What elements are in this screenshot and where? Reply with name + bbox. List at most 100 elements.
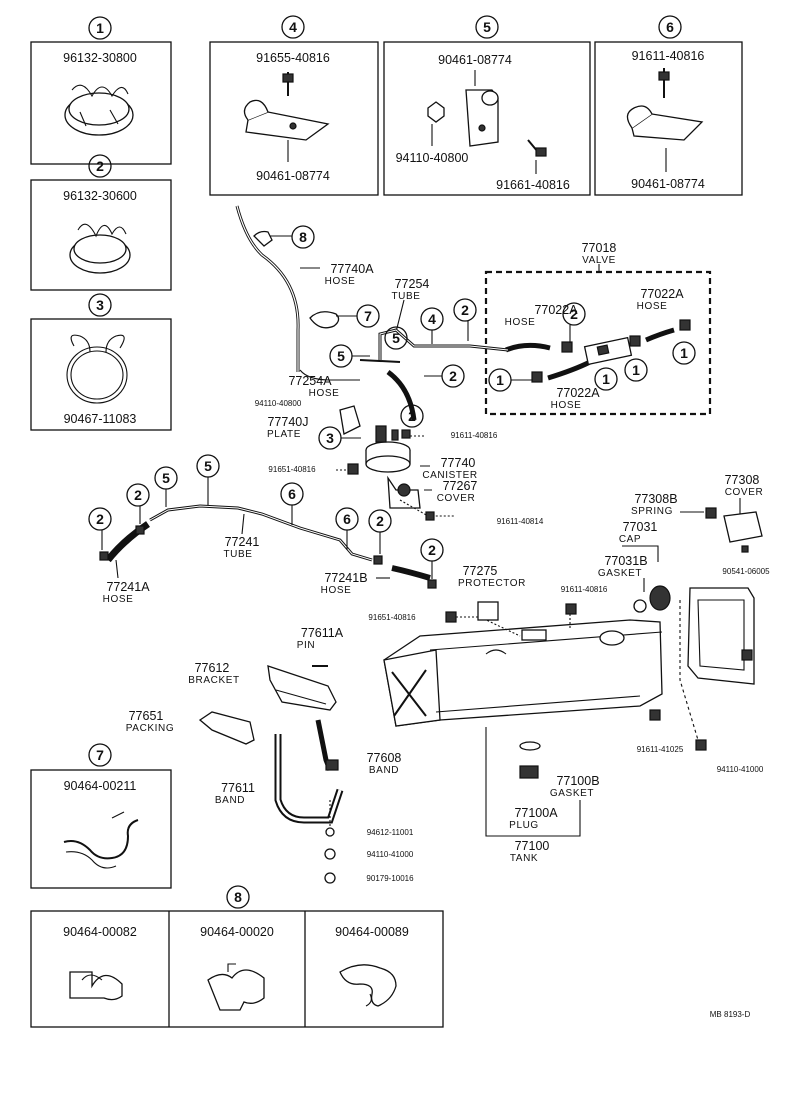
label-77740J-name: PLATE: [267, 429, 301, 440]
inset-3: 3 90467-11083: [30, 293, 172, 431]
code-91611-40816-b: 91611-40816: [561, 585, 608, 594]
label-77254-name: TUBE: [391, 291, 420, 302]
label-77100B-name: GASKET: [550, 788, 594, 799]
clamp: [629, 335, 641, 347]
drain-gasket: [519, 741, 541, 751]
clip-icon: [69, 971, 123, 1001]
svg-text:5: 5: [392, 330, 400, 346]
drain-plug: [519, 765, 539, 779]
valve-hose: [547, 359, 592, 381]
packing: [198, 711, 255, 745]
clip-7: [309, 311, 340, 329]
clip-8: [253, 230, 273, 247]
label-77031-num: 77031: [623, 520, 658, 534]
bracket-band-area: 77611A PIN 77612 BRACKET 77651 PACKING 7…: [126, 626, 414, 884]
protector: [477, 601, 499, 621]
clip-icon: [207, 963, 265, 1011]
clip-icon: [63, 811, 139, 869]
label-77740A-num: 77740A: [330, 262, 374, 276]
code-91611-40814: 91611-40814: [497, 517, 544, 526]
code-94110-41000-a: 94110-41000: [717, 765, 764, 774]
inset-8-part-a: 90464-00082: [63, 925, 137, 939]
label-77275-name: PROTECTOR: [458, 578, 526, 589]
inset-2: 2 96132-30600: [30, 154, 172, 291]
label-77651-num: 77651: [129, 709, 164, 723]
label-77100-name: TANK: [510, 853, 538, 864]
svg-text:5: 5: [204, 458, 212, 474]
inset-7: 7 90464-00211: [30, 743, 172, 889]
callout-1a: 1: [488, 368, 533, 392]
valve-assembly-box: 77018 VALVE 77022A HOSE 77022A HOSE 7702…: [484, 241, 712, 416]
label-77022A-1-num: 77022A: [534, 303, 578, 317]
label-77267-name: COVER: [437, 493, 476, 504]
inset-4-part-bracket: 90461-08774: [256, 169, 330, 183]
label-77267-num: 77267: [443, 479, 478, 493]
svg-text:8: 8: [299, 229, 307, 245]
callout-1c: 1: [624, 358, 648, 382]
filler-box: [687, 587, 755, 685]
evap-hoses: 77740A HOSE 77254 TUBE 77254A HOSE 94110…: [235, 205, 509, 440]
label-77740-num: 77740: [441, 456, 476, 470]
label-77611-num: 77611: [221, 781, 255, 795]
callout-4: 4: [420, 307, 444, 344]
code-90179-10016: 90179-10016: [366, 874, 414, 883]
clamp: [679, 319, 691, 331]
inset-1: 1 96132-30800: [30, 16, 172, 165]
svg-text:1: 1: [496, 372, 504, 388]
callout-2a: 2: [453, 298, 477, 341]
label-77241-name: TUBE: [223, 549, 252, 560]
hose-clamp-icon: [69, 223, 131, 274]
inset-8: 8 90464-00082 90464-00020 90464-00089: [30, 885, 444, 1028]
label-77241B-name: HOSE: [321, 585, 352, 596]
callout-3: 3: [318, 426, 361, 450]
callout-5d: 5: [196, 454, 220, 505]
callout-2c: 2: [424, 364, 465, 388]
inset-7-part: 90464-00211: [64, 779, 137, 793]
label-77308-name: COVER: [725, 487, 764, 498]
label-77608-num: 77608: [367, 751, 402, 765]
callout-7: 7: [336, 304, 380, 328]
inset-6: 6 91611-40816 90461-08774: [594, 15, 743, 196]
label-77308B-num: 77308B: [634, 492, 677, 506]
code-91651-40816-b: 91651-40816: [368, 613, 416, 622]
svg-text:2: 2: [428, 542, 436, 558]
label-77022A-1-name: HOSE: [505, 317, 536, 328]
code-91611-41025: 91611-41025: [637, 745, 684, 754]
bracket-icon: [626, 68, 704, 172]
label-77740-name: CANISTER: [422, 470, 477, 481]
svg-text:2: 2: [570, 306, 578, 322]
callouts: 8 7 5 5 4 2 2 2 2 1 1 1 1 3 5 5 6 6 2 2 …: [88, 225, 696, 579]
inset-4-part-bolt: 91655-40816: [256, 51, 330, 65]
label-77612-name: BRACKET: [188, 675, 239, 686]
svg-text:2: 2: [461, 302, 469, 318]
inset-1-index: 1: [96, 20, 104, 36]
diagram-code: MB 8193-D: [710, 1010, 751, 1019]
code-91611-40816-a: 91611-40816: [451, 431, 498, 440]
code-94110-40800: 94110-40800: [255, 399, 302, 408]
svg-text:5: 5: [337, 348, 345, 364]
clamp: [561, 341, 573, 353]
callout-2h: 2: [420, 538, 444, 579]
callout-1b: 1: [594, 367, 618, 391]
svg-text:2: 2: [96, 511, 104, 527]
label-77100B-num: 77100B: [556, 774, 599, 788]
label-77241A-name: HOSE: [103, 594, 134, 605]
svg-text:2: 2: [408, 408, 416, 424]
inset-7-index: 7: [96, 747, 104, 763]
code-94110-41000-b: 94110-41000: [367, 850, 414, 859]
callout-2g: 2: [368, 509, 392, 554]
inset-3-part: 90467-11083: [64, 412, 137, 426]
valve-hose: [505, 342, 551, 353]
label-77241B-num: 77241B: [324, 571, 367, 585]
label-77018-num: 77018: [582, 241, 617, 255]
clamp: [531, 371, 543, 383]
inset-5-part-bolt: 91661-40816: [496, 178, 570, 192]
label-77608-name: BAND: [369, 765, 399, 776]
label-77022A-3-name: HOSE: [551, 400, 582, 411]
svg-text:7: 7: [364, 308, 372, 324]
label-77651-name: PACKING: [126, 723, 174, 734]
bracket-icon: [427, 70, 547, 174]
inset-8-index: 8: [234, 889, 242, 905]
inset-1-part: 96132-30800: [63, 51, 137, 65]
fuel-door-cover: [723, 511, 763, 543]
